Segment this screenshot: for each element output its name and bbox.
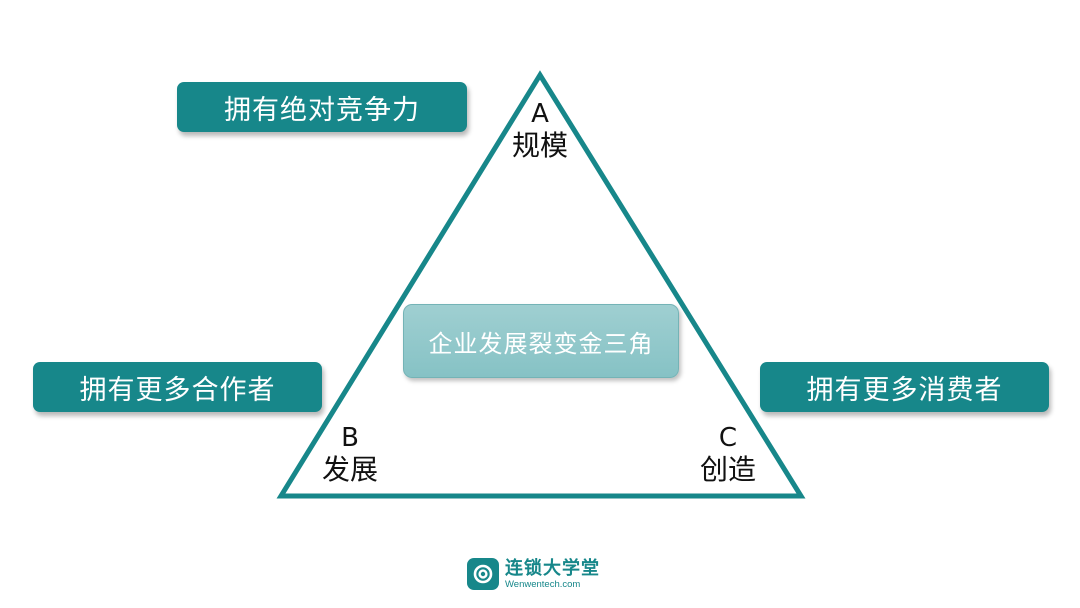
vertex-a-word: 规模 (511, 128, 568, 162)
center-label-box: 企业发展裂变金三角 (403, 304, 679, 378)
vertex-b-label: B 发展 (310, 423, 390, 486)
logo-text: 连锁大学堂 Wenwentech.com (505, 557, 600, 590)
vertex-c-letter: C (718, 423, 738, 453)
brand-url: Wenwentech.com (505, 578, 581, 590)
vertex-b-letter: B (341, 423, 359, 453)
triangle-outline (276, 70, 806, 499)
footer-logo: 连锁大学堂 Wenwentech.com (467, 558, 600, 590)
vertex-c-label: C 创造 (688, 423, 768, 486)
vertex-a-label: A 规模 (500, 99, 580, 162)
vertex-c-word: 创造 (699, 452, 756, 486)
brand-name: 连锁大学堂 (505, 557, 600, 579)
vertex-a-letter: A (531, 99, 549, 129)
consumers-pill: 拥有更多消费者 (760, 362, 1049, 412)
partners-pill: 拥有更多合作者 (33, 362, 322, 412)
competitiveness-pill: 拥有绝对竞争力 (177, 82, 467, 132)
vertex-b-word: 发展 (321, 452, 378, 486)
logo-icon (467, 558, 499, 590)
